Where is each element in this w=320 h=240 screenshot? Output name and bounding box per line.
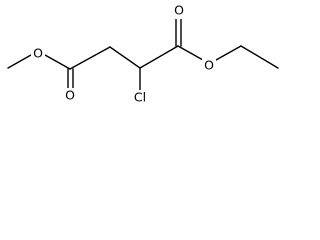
bond-c2-c3 [109,46,141,69]
atom-label-cl: Cl [134,90,146,105]
bond-o-ethyl-ch2 [215,45,242,61]
bond-c4-o [177,45,204,61]
atom-o-carbonyl-right: O [172,3,186,19]
bond-layer [7,17,279,91]
atom-label-o-ester-right: O [204,58,214,73]
atom-label-o-carbonyl-right: O [174,3,184,18]
bond-c3-c4 [139,45,179,69]
bond-ethyl-ch2-ch3 [240,45,279,69]
atom-cl: Cl [130,90,150,106]
chemical-structure-canvas: O O Cl O O [0,0,284,118]
structure-drawing: O O Cl O O [7,3,279,106]
bond-c1-c2 [69,46,111,70]
atom-o-carbonyl-left: O [63,88,77,104]
bond-methyl-o [7,54,32,69]
atom-label-o-ester-left: O [33,46,43,61]
atom-label-o-carbonyl-left: O [65,88,75,103]
atom-o-ester-left: O [31,46,45,62]
atom-label-layer: O O Cl O O [31,3,216,106]
atom-o-ester-right: O [202,58,216,74]
bond-o-c1 [44,54,71,70]
